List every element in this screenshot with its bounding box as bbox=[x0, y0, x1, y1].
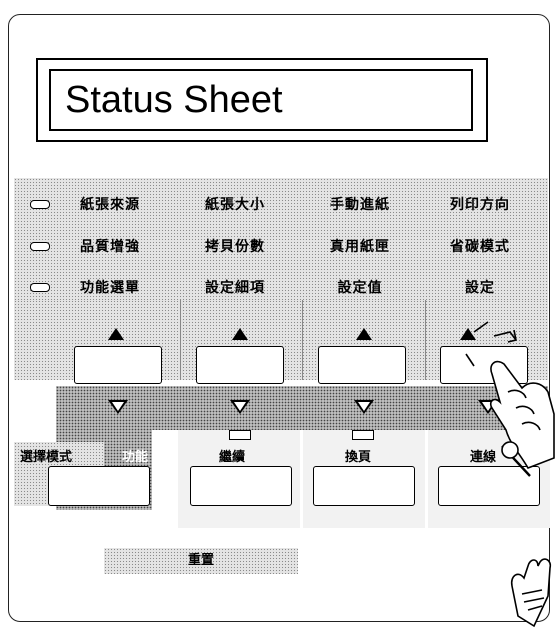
triangle-up-icon bbox=[232, 328, 248, 340]
continue-indicator-icon bbox=[229, 430, 251, 440]
row-1-indicator-icon bbox=[30, 200, 50, 209]
form-feed-button[interactable] bbox=[313, 466, 415, 506]
item-down-button[interactable] bbox=[230, 400, 250, 414]
value-down-button[interactable] bbox=[354, 400, 374, 414]
menu-label-paper-source: 紙張來源 bbox=[80, 197, 140, 213]
hand-icon bbox=[510, 558, 552, 628]
menu-label-menu: 功能選單 bbox=[80, 280, 140, 296]
reset-area: 重置 bbox=[104, 548, 298, 574]
mode-select-button[interactable] bbox=[48, 466, 150, 506]
continue-label: 繼續 bbox=[219, 450, 246, 465]
value-up-button[interactable] bbox=[318, 346, 406, 384]
press-arrow-icon bbox=[493, 329, 517, 343]
form-feed-label: 換頁 bbox=[345, 450, 372, 465]
lcd-text: Status Sheet bbox=[65, 79, 283, 121]
triangle-up-icon bbox=[460, 328, 476, 340]
online-label: 功能 bbox=[122, 450, 149, 465]
menu-label-quality: 品質增強 bbox=[80, 239, 140, 255]
online-button[interactable] bbox=[438, 466, 540, 506]
continue-button[interactable] bbox=[190, 466, 292, 506]
menu-label-band bbox=[14, 178, 548, 300]
mode-select-label: 選擇模式 bbox=[20, 450, 73, 465]
menu-label-value: 設定值 bbox=[337, 280, 383, 296]
pointing-hand-icon bbox=[465, 321, 555, 477]
triangle-up-icon bbox=[356, 328, 372, 340]
menu-label-item: 設定細項 bbox=[205, 280, 265, 296]
row-2-indicator-icon bbox=[30, 242, 50, 251]
menu-label-manual-feed: 手動進紙 bbox=[330, 197, 390, 213]
menu-down-button[interactable] bbox=[108, 400, 128, 414]
reset-label: 重置 bbox=[187, 553, 214, 568]
menu-up-button[interactable] bbox=[74, 346, 162, 384]
menu-label-paper-size: 紙張大小 bbox=[205, 197, 265, 213]
lcd-display-frame: Status Sheet bbox=[36, 58, 488, 142]
menu-label-select: 設定 bbox=[465, 280, 495, 296]
column-divider bbox=[180, 300, 181, 380]
form-feed-indicator-icon bbox=[352, 430, 374, 440]
item-up-button[interactable] bbox=[196, 346, 284, 384]
row-3-indicator-icon bbox=[30, 283, 50, 292]
menu-label-orientation: 列印方向 bbox=[450, 197, 510, 213]
menu-label-economode: 省碳模式 bbox=[450, 239, 510, 255]
triangle-up-icon bbox=[108, 328, 124, 340]
enter-label: 連線 bbox=[470, 450, 497, 465]
column-divider bbox=[302, 300, 303, 380]
menu-label-copies: 拷貝份數 bbox=[205, 239, 265, 255]
column-divider bbox=[425, 300, 426, 380]
menu-label-tray: 真用紙匣 bbox=[330, 239, 390, 255]
lcd-display: Status Sheet bbox=[49, 69, 473, 131]
